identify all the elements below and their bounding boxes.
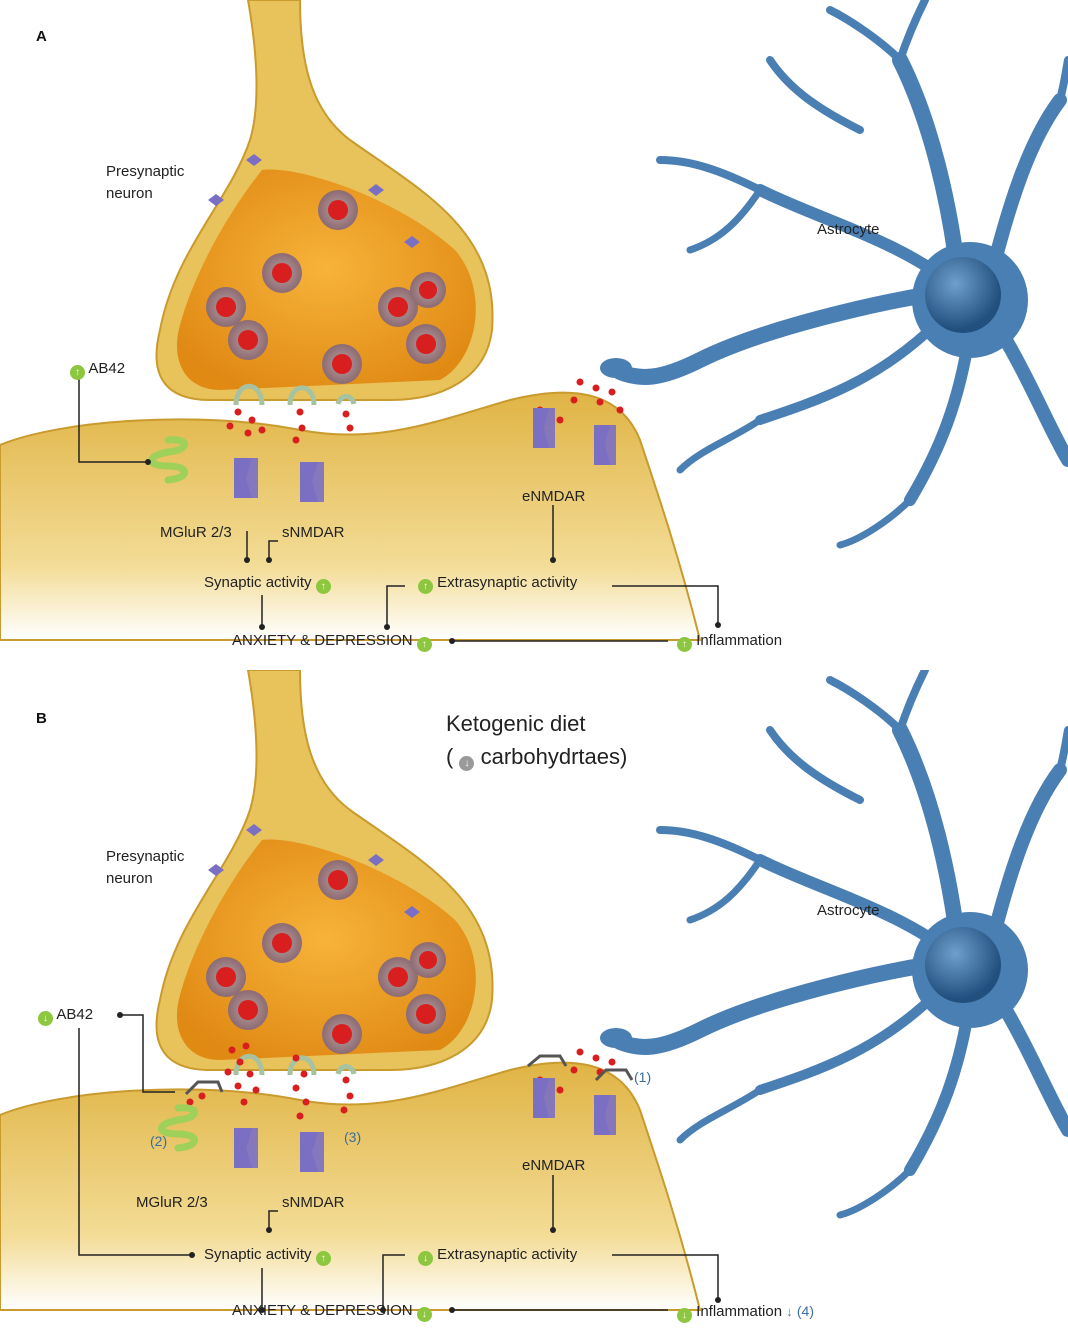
mglur-receptor bbox=[158, 1104, 198, 1152]
marker-2: (2) bbox=[150, 1133, 168, 1149]
presynaptic-label-line1: Presynaptic bbox=[106, 848, 185, 865]
extrasynaptic-activity-label: ↑ Extrasynaptic activity bbox=[418, 574, 577, 594]
up-arrow-icon: ↑ bbox=[416, 637, 432, 652]
anxiety-depression-label: ANXIETY & DEPRESSION ↓ bbox=[232, 1302, 432, 1322]
enmdar-label: eNMDAR bbox=[522, 488, 586, 505]
up-arrow-icon: ↑ bbox=[677, 637, 692, 652]
up-arrow-icon: ↑ bbox=[418, 579, 433, 594]
up-arrow-icon: ↑ bbox=[70, 365, 85, 380]
glutamate bbox=[226, 378, 624, 444]
marker-3: (3) bbox=[344, 1129, 362, 1145]
panel-letter: B bbox=[36, 710, 47, 727]
postsynaptic-neuron bbox=[0, 1061, 702, 1311]
mglur-receptor bbox=[148, 436, 188, 484]
marker-1: (1) bbox=[634, 1069, 652, 1085]
up-arrow-icon: ↑ bbox=[315, 579, 331, 594]
mglur-label: MGluR 2/3 bbox=[136, 1194, 208, 1211]
extrasynaptic-activity-label: ↓ Extrasynaptic activity bbox=[418, 1246, 577, 1266]
presynaptic-label-line2: neuron bbox=[106, 185, 153, 202]
down-arrow-icon: ↓ bbox=[418, 1251, 433, 1266]
connector-lines bbox=[78, 375, 719, 642]
astrocyte-nucleus bbox=[925, 927, 1001, 1003]
connector-dots bbox=[117, 1012, 721, 1313]
ketogenic-diet-subtitle: ( ↓ carbohydrtaes) bbox=[446, 744, 628, 771]
up-arrow-icon: ↑ bbox=[315, 1251, 331, 1266]
synapse-illustration-a bbox=[0, 0, 1068, 644]
snmdar-label: sNMDAR bbox=[282, 524, 345, 541]
astrocyte-label: Astrocyte bbox=[817, 902, 880, 919]
presynaptic-label-line1: Presynaptic bbox=[106, 163, 185, 180]
fusion-pores bbox=[233, 383, 357, 406]
snmdar-label: sNMDAR bbox=[282, 1194, 345, 1211]
synapse-illustration-b bbox=[0, 670, 1068, 1313]
presynaptic-label-line2: neuron bbox=[106, 870, 153, 887]
ketogenic-diet-title: Ketogenic diet bbox=[446, 711, 586, 736]
panel-a: A Presynaptic neuron Astrocyte ↑ AB42 MG… bbox=[0, 0, 1068, 652]
down-arrow-icon: ↓ bbox=[459, 756, 475, 771]
small-down-arrow-icon: ↓ bbox=[786, 1304, 793, 1319]
connector-lines bbox=[78, 1014, 719, 1311]
synaptic-activity-label: Synaptic activity ↑ bbox=[204, 1246, 331, 1266]
mglur-label: MGluR 2/3 bbox=[160, 524, 232, 541]
astrocyte-cell bbox=[612, 0, 1068, 549]
connector-dots bbox=[145, 459, 721, 644]
blocker-brackets bbox=[184, 1054, 634, 1096]
receptors bbox=[208, 824, 616, 1172]
anxiety-depression-label: ANXIETY & DEPRESSION ↑ bbox=[232, 632, 432, 652]
panel-b: B Ketogenic diet ( ↓ carbohydrtaes) Pres… bbox=[0, 670, 1068, 1340]
vesicles bbox=[206, 860, 446, 1054]
astrocyte-endfoot bbox=[600, 1028, 632, 1048]
ab42-label: ↓ AB42 bbox=[38, 1006, 93, 1026]
astrocyte-endfoot bbox=[600, 358, 632, 378]
astrocyte-nucleus bbox=[925, 257, 1001, 333]
synaptic-activity-label: Synaptic activity ↑ bbox=[204, 574, 331, 594]
astrocyte-label: Astrocyte bbox=[817, 221, 880, 238]
down-arrow-icon: ↓ bbox=[416, 1307, 432, 1322]
receptors bbox=[208, 154, 616, 502]
vesicles bbox=[206, 190, 446, 384]
ab42-label: ↑ AB42 bbox=[70, 360, 125, 380]
inflammation-label: ↓ Inflammation ↓ (4) bbox=[677, 1302, 814, 1323]
down-arrow-icon: ↓ bbox=[677, 1308, 692, 1323]
enmdar-label: eNMDAR bbox=[522, 1157, 586, 1174]
panel-letter: A bbox=[36, 28, 47, 45]
down-arrow-icon: ↓ bbox=[38, 1011, 53, 1026]
inflammation-label: ↑ Inflammation bbox=[677, 632, 782, 652]
fusion-pores bbox=[233, 1053, 357, 1076]
marker-4: (4) bbox=[796, 1303, 815, 1319]
